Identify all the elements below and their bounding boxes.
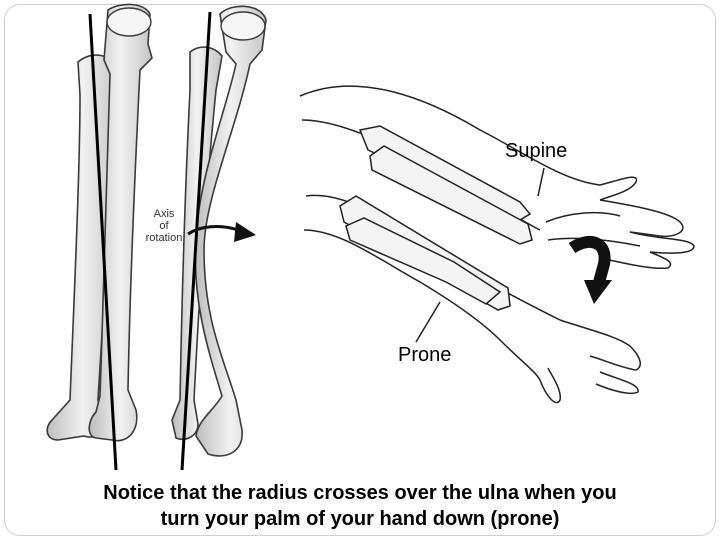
- curved-arrow-icon: [187, 222, 256, 242]
- caption-line-2: turn your palm of your hand down (prone): [160, 508, 560, 530]
- prone-label: Prone: [398, 344, 452, 366]
- supine-label: Supine: [505, 140, 568, 162]
- curved-arrow-icon: [568, 235, 612, 304]
- arm-line-drawing: [299, 85, 695, 404]
- radius-bone: [88, 3, 153, 442]
- axis-line-right: [180, 11, 212, 471]
- axis-label-line: of: [159, 220, 169, 232]
- axis-of-rotation-label: Axis of rotation: [134, 208, 194, 244]
- axis-label-line: rotation: [145, 232, 183, 244]
- caption: Notice that the radius crosses over the …: [0, 480, 720, 532]
- forearm-bones-prone: [171, 5, 267, 471]
- axis-line-left: [88, 13, 118, 471]
- axis-label-line: Axis: [153, 208, 175, 220]
- caption-line-1: Notice that the radius crosses over the …: [103, 482, 617, 504]
- forearm-illustration: [46, 3, 695, 471]
- forearm-bones-supine: [46, 3, 153, 471]
